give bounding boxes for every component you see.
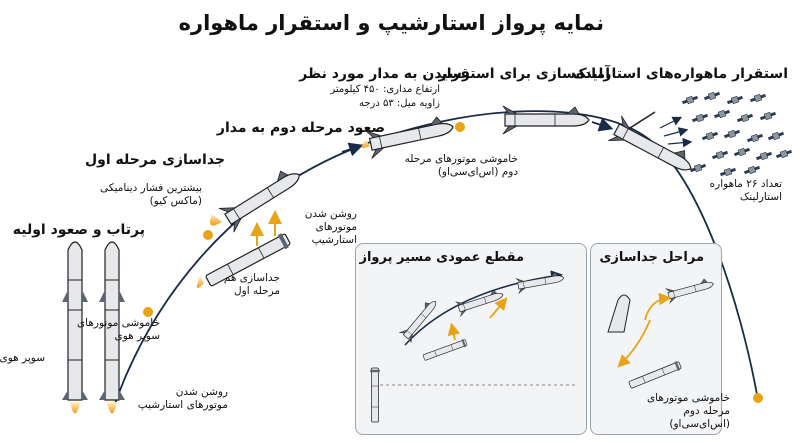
label-ship-ignite: روشن شدن موتورهای استارشیپ [304,208,357,247]
stage-deploy: استقرار ماهواره‌های استارلینک [572,66,788,82]
superheavy-rocket-1 [62,241,88,414]
label-altitude: ارتفاع مداری: ۴۵۰ کیلومتر [330,84,440,95]
stage-prep: آماده‌سازی برای استقرار [438,66,610,82]
stage-separation-inset [590,243,722,435]
stage-ascent2: صعود مرحله دوم به مدار [216,120,385,136]
starlink-satellites [681,90,793,178]
event-dot-seco [455,122,465,132]
label-seco: خاموشی موتورهای مرحله دوم (اس‌ای‌سی‌او) [404,153,518,179]
flame-booster [196,276,204,289]
label-hot-stage: جداسازی هم مرحله اول [223,272,280,298]
flame-separation [209,214,222,226]
page-title: نمایه پرواز استارشیپ و استقرار ماهواره [178,11,604,35]
payload-door [629,111,656,129]
stage-orbit: رسیدن به مدار مورد نظر [299,66,470,82]
label-shutdown-sh: خاموشی موتورهای سوپر هوی [76,317,160,343]
label-maxq: بیشترین فشار دینامیکی (ماکس کیو) [100,182,202,208]
trajectory-arrow-1 [341,142,364,157]
ship-deploy [607,115,699,182]
stages-inset-title: مراحل جداسازی [599,250,705,265]
event-dot-maxq [203,230,213,240]
superheavy-rocket-2 [99,241,125,414]
ship-prep [502,105,590,135]
stages-inset-note: خاموشی موتورهای مرحله دوم (اس‌ای‌سی‌او) [646,392,730,431]
label-sat-count: تعداد ۲۶ ماهواره استارلینک [709,178,782,204]
label-inclination: زاویه میل: ۵۳ درجه [358,98,440,109]
satellite-arrows [659,116,693,148]
event-dot-shutdown [143,307,153,317]
flight-profile-inset [355,243,587,435]
stage-launch: پرتاب و صعود اولیه [12,222,145,238]
flame-ascent [361,140,370,148]
stage-separation1: جداسازی مرحله اول [85,152,225,168]
trajectory-arrow-2 [591,117,614,132]
profile-inset-title: مقطع عمودی مسیر پرواز [359,250,524,265]
event-dot-stage-sep [753,393,763,403]
label-superheavy: سوپر هوی [0,352,45,364]
label-ignition: روشن شدن موتورهای استارشیپ [137,386,228,412]
